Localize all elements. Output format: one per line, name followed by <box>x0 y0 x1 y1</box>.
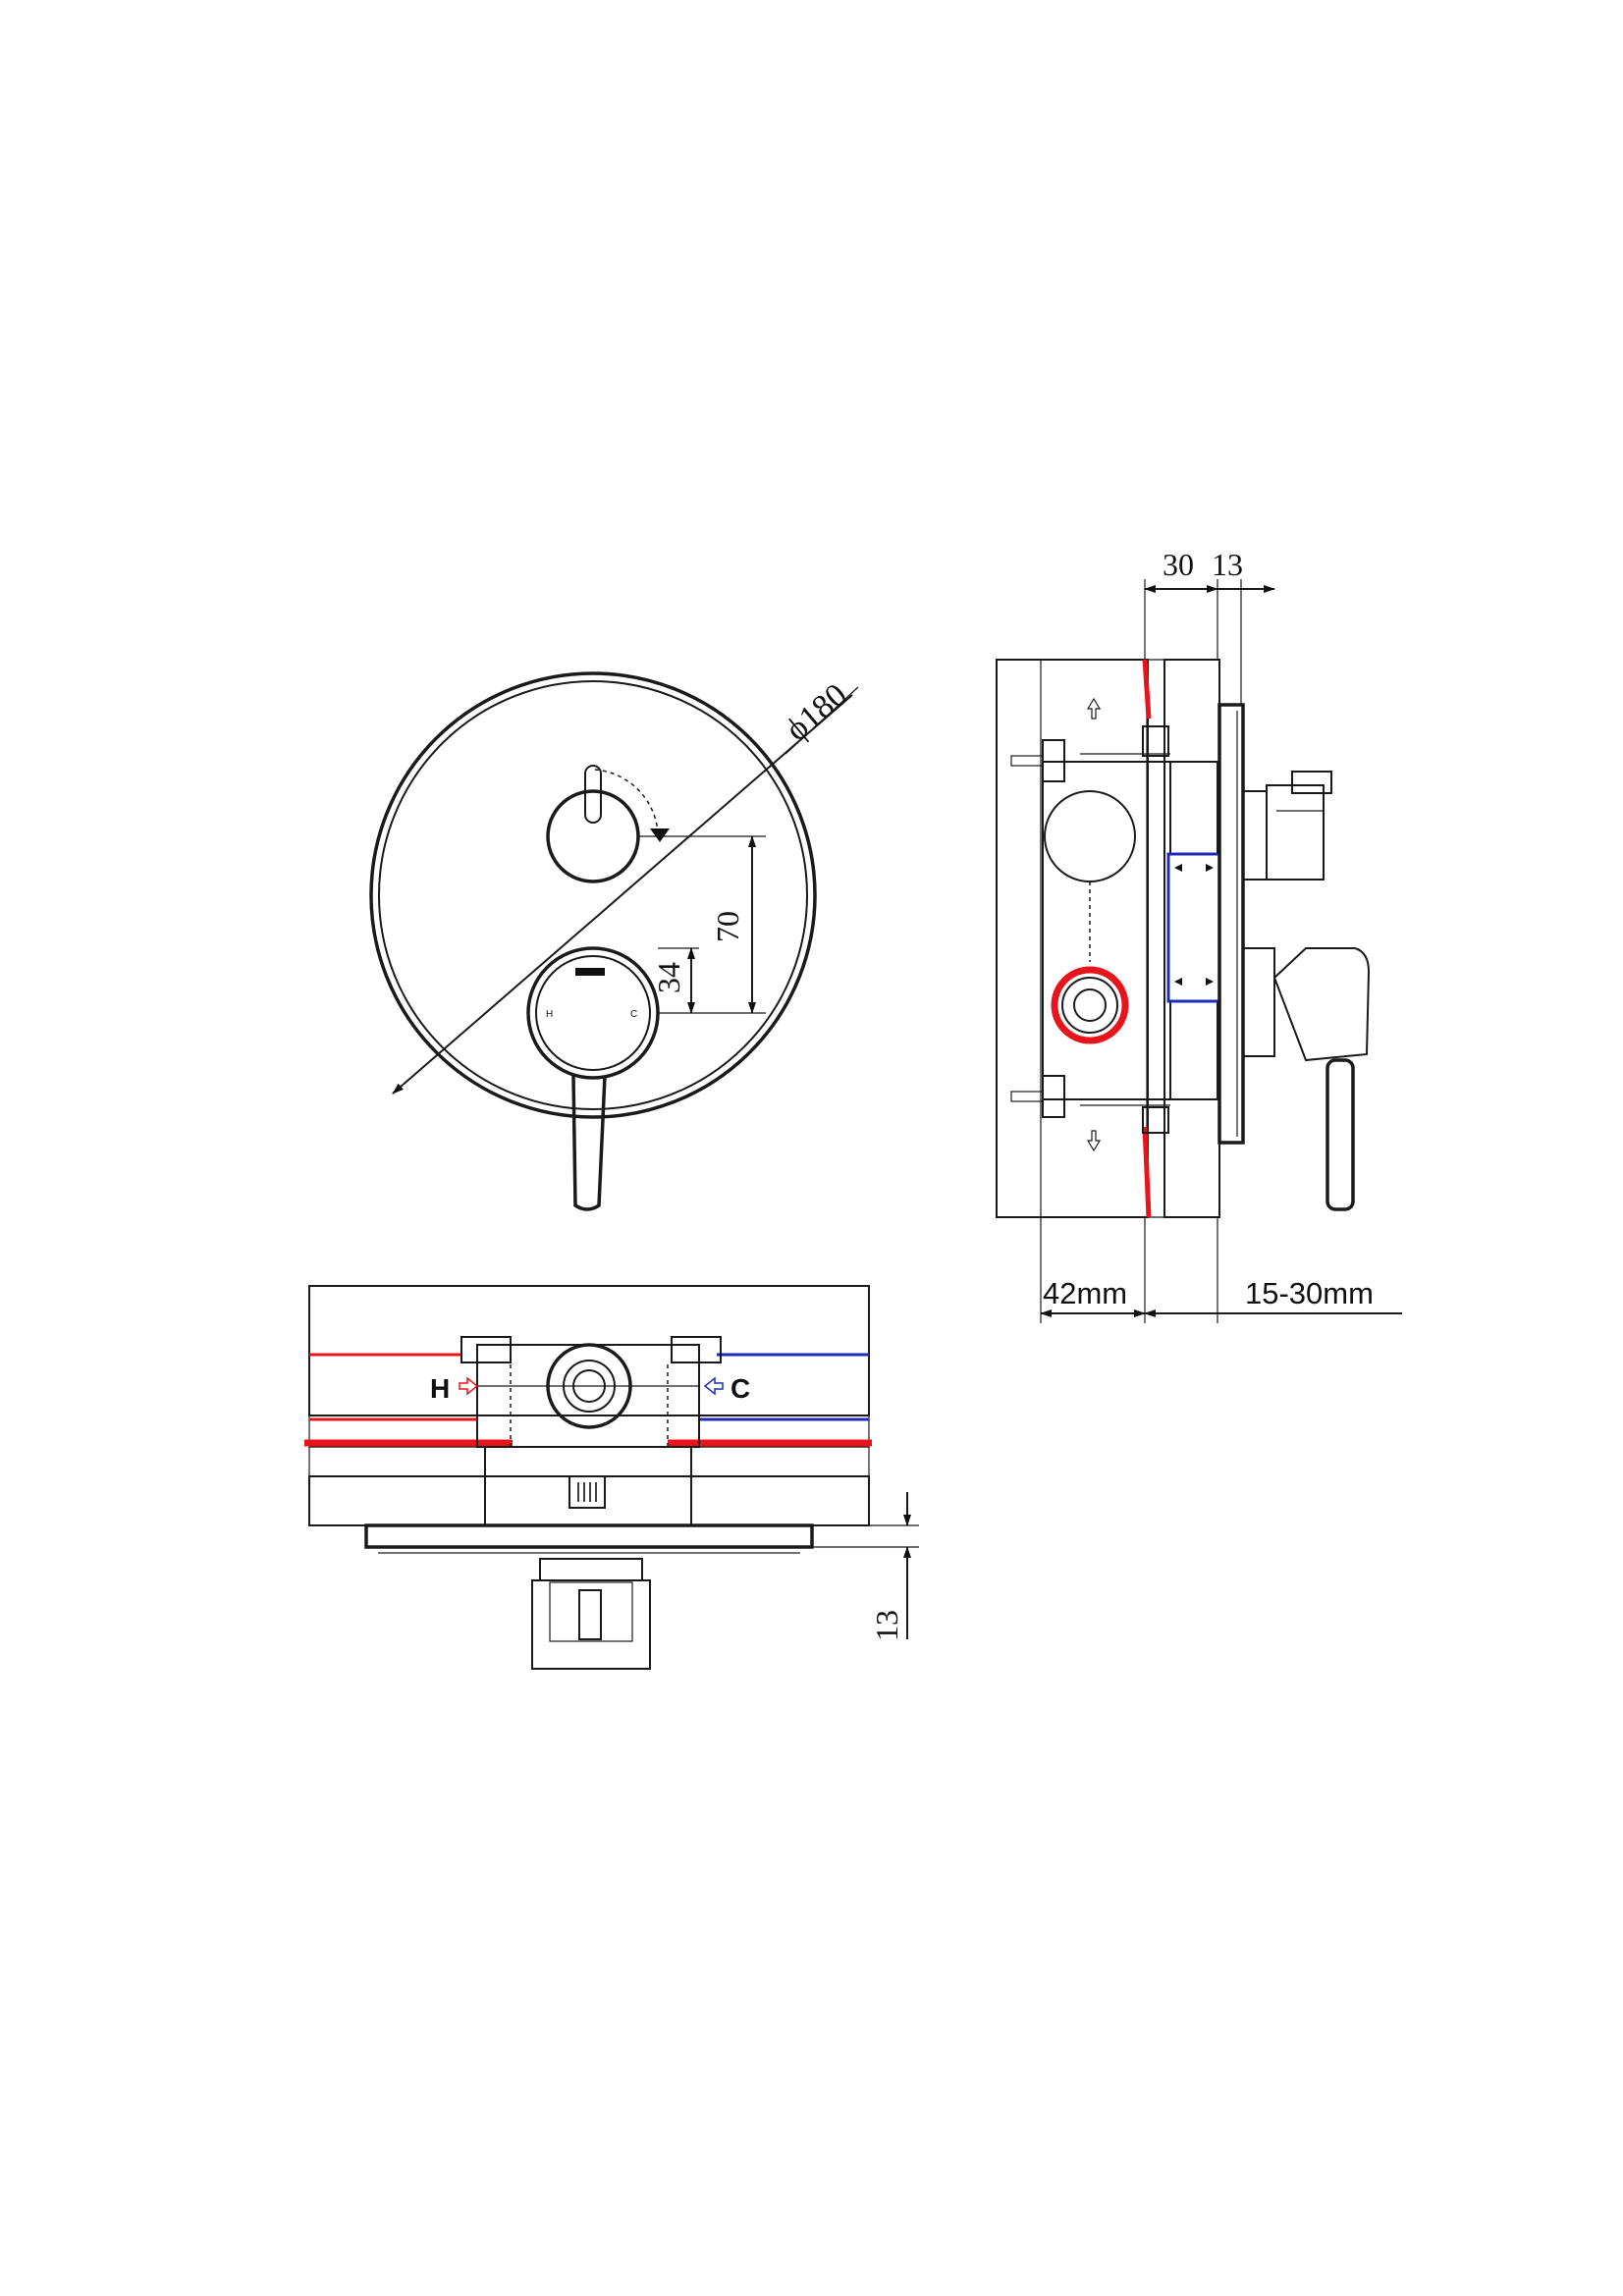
diverter-knob-side <box>1242 771 1332 881</box>
trim-plate-inner <box>378 680 808 1110</box>
flow-down-arrow-icon <box>1086 1130 1102 1152</box>
dim-30-label: 30 <box>1163 547 1194 582</box>
hot-pipe-upper <box>1142 659 1152 720</box>
diameter-label: ϕ180 <box>779 676 854 748</box>
hot-inlet-arrow-icon <box>459 1376 479 1396</box>
valve-body <box>1042 761 1171 1100</box>
mixer-lever <box>571 1075 607 1211</box>
hot-label: H <box>430 1373 450 1404</box>
wall-gravel-plan <box>308 1446 870 1477</box>
dim-34-label: 34 <box>651 962 686 993</box>
blue-depth-gauge <box>1166 852 1221 1003</box>
cover-plate-side <box>1217 703 1245 1145</box>
top-view: H C 13 <box>304 1285 919 1670</box>
cold-inlet-arrow-icon <box>703 1376 724 1396</box>
hot-pipe-lower <box>1142 1126 1152 1218</box>
mixer-cartridge: H C <box>526 946 660 1211</box>
flow-up-arrow-icon <box>1086 697 1102 720</box>
side-view: 30 13 42mm 15-30mm <box>996 547 1402 1323</box>
wall-cavity <box>1040 659 1148 1218</box>
mixer-hot-mark: H <box>546 1009 553 1020</box>
diverter-knob <box>546 765 670 883</box>
trim-plate-outer <box>369 671 817 1119</box>
front-view: H C ϕ180 70 34 <box>369 671 859 1211</box>
hot-inlet-ring <box>1051 966 1129 1044</box>
dim-42-label: 42mm <box>1043 1276 1127 1310</box>
dim-wall-label: 15-30mm <box>1245 1276 1374 1310</box>
valve-port-outer <box>546 1343 632 1429</box>
brand-logo <box>575 968 605 976</box>
wall-concrete <box>996 659 1149 1218</box>
wall-concrete-plan <box>308 1285 870 1416</box>
dim-13-label: 13 <box>1212 547 1243 582</box>
mixer-cold-mark: C <box>630 1009 637 1020</box>
mounting-screw-bottom <box>1010 1075 1065 1118</box>
cold-label: C <box>730 1373 750 1404</box>
mixer-lever-side <box>1242 947 1371 1211</box>
rotation-arrow-icon <box>650 828 670 842</box>
dim-70-label: 70 <box>710 911 745 942</box>
cover-plate-plan <box>364 1523 814 1549</box>
sleeve-label-plate <box>568 1475 606 1509</box>
diameter-dim-line <box>392 694 853 1095</box>
diverter-knob-plan <box>531 1558 651 1670</box>
dim-13-plan-label: 13 <box>869 1610 904 1641</box>
valve-outlet-circle <box>1044 790 1136 882</box>
